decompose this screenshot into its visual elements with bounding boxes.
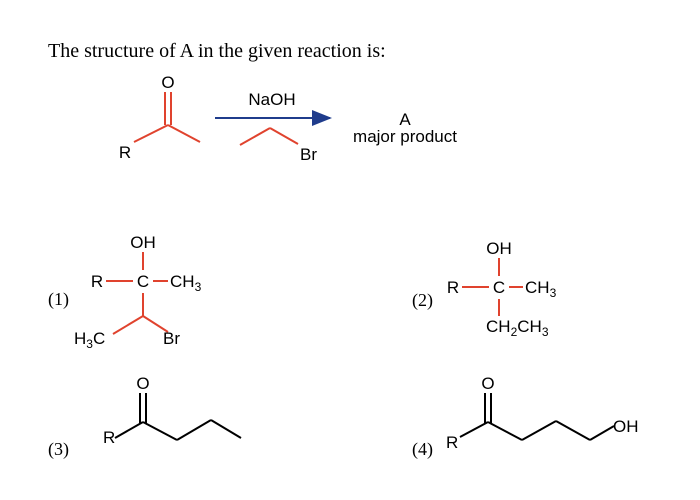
opt2-ethyl: CH2CH3 — [486, 317, 549, 339]
reagent-naoh: NaOH — [248, 90, 295, 109]
reactant-structure — [133, 92, 201, 143]
opt1-r: R — [91, 272, 103, 291]
bond-ch2-br — [269, 127, 299, 145]
reactant-oxygen: O — [161, 73, 174, 92]
question-text: The structure of A in the given reaction… — [48, 40, 386, 62]
opt2-r: R — [447, 278, 459, 297]
opt4-r: R — [446, 433, 458, 452]
reactant-r-group: R — [119, 143, 131, 162]
bond-ch3-ch2 — [239, 127, 271, 146]
product-note: major product — [353, 127, 457, 146]
opt1-c: C — [137, 272, 149, 291]
opt3-bond-r-c — [114, 421, 144, 439]
reagent-bromine: Br — [300, 145, 317, 164]
opt3-r: R — [103, 428, 115, 447]
opt2-c: C — [493, 278, 505, 297]
opt1-br: Br — [163, 329, 180, 348]
opt3-o: O — [136, 374, 149, 393]
opt2-oh: OH — [486, 239, 512, 258]
opt4-bond-ch2-ch2-a — [521, 420, 557, 441]
opt4-bond-ch2-ch2-b — [555, 420, 591, 441]
opt3-bond-ch2-ch2 — [176, 419, 212, 441]
ethyl-bromide-structure — [239, 127, 299, 146]
option-2-structure: OH R C CH3 CH2CH3 — [447, 239, 557, 339]
option-1-structure: OH R C CH3 H3C Br — [74, 233, 202, 351]
opt4-bond-c-ch2 — [487, 421, 523, 441]
opt4-o: O — [481, 374, 494, 393]
product-label: A — [399, 110, 411, 129]
opt2-ch3: CH3 — [525, 278, 557, 300]
opt3-bond-c-ch2 — [142, 421, 178, 441]
opt4-bond-r-c — [459, 421, 489, 438]
opt1-ch3: CH3 — [170, 272, 202, 294]
opt1-oh: OH — [130, 233, 156, 252]
option-4-number: (4) — [412, 439, 433, 460]
option-2-number: (2) — [412, 290, 433, 311]
bond-r-c — [133, 124, 169, 143]
option-3-number: (3) — [48, 439, 69, 460]
opt4-bond-ch2-oh — [589, 425, 615, 441]
opt1-bond-ch2-br — [142, 315, 169, 333]
option-4-structure: O R OH — [446, 374, 639, 452]
opt3-bond-ch2-ch3 — [210, 419, 242, 439]
option-1-number: (1) — [48, 289, 69, 310]
bond-c-ch3 — [167, 124, 201, 143]
opt4-oh: OH — [613, 417, 639, 436]
opt1-bond-ch2-ch3 — [112, 315, 144, 335]
option-3-structure: O R — [103, 374, 242, 447]
opt1-h3c: H3C — [74, 329, 105, 351]
